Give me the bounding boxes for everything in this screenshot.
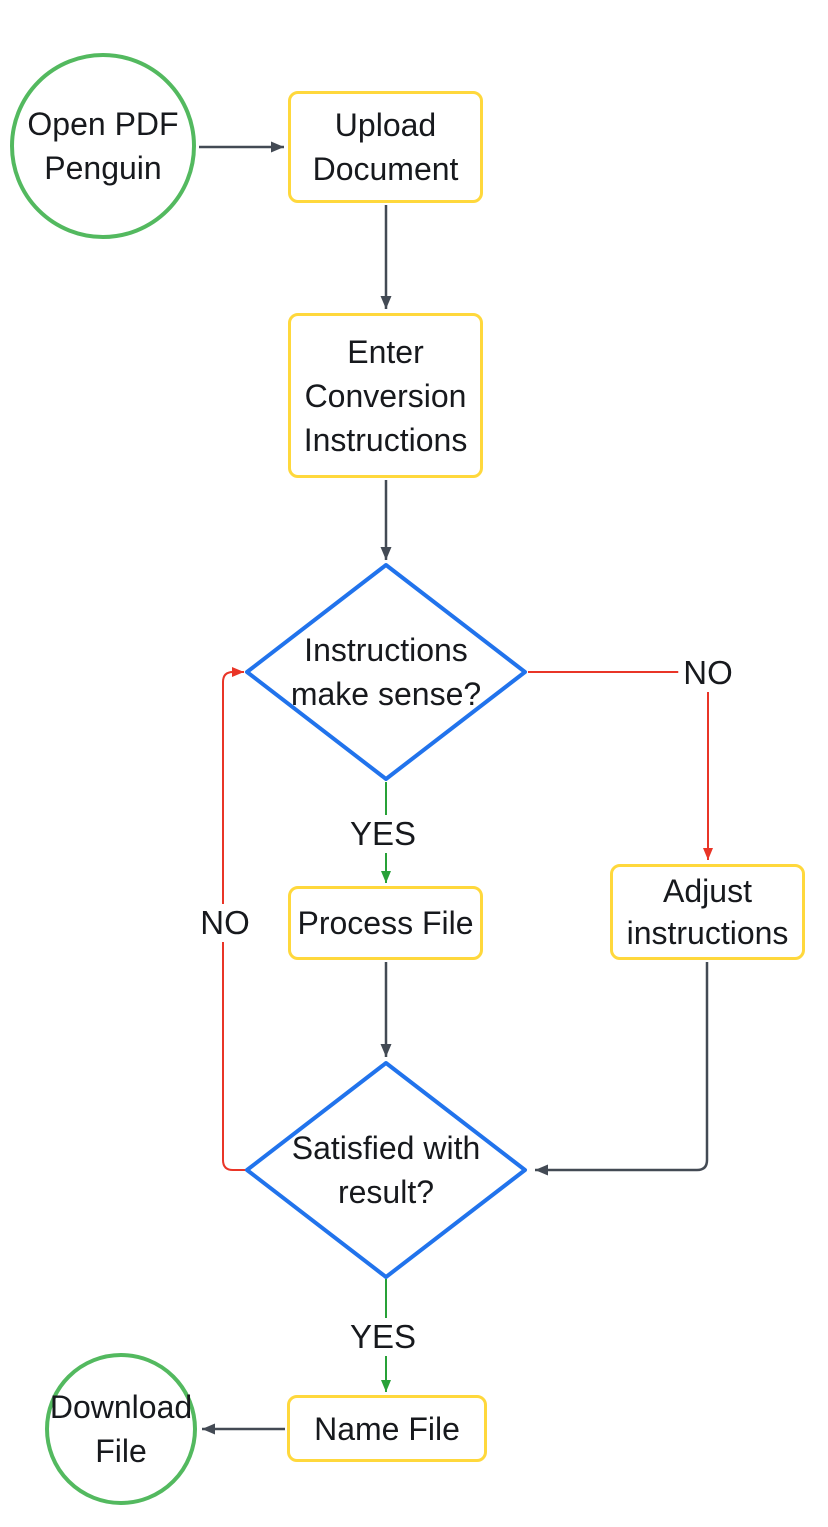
node-decision1-label: Instructions make sense?	[290, 632, 482, 712]
decision1-diamond-shape	[245, 563, 527, 781]
node-start: Open PDF Penguin	[10, 53, 196, 239]
node-process-file: Process File	[288, 886, 483, 960]
node-enter-conversion-instructions-label: Enter Conversion Instructions	[303, 333, 468, 458]
node-name-file: Name File	[287, 1395, 487, 1462]
edge-label-decision1-no: NO	[678, 654, 738, 692]
edge-label-decision1-yes: YES	[344, 815, 422, 853]
edge-label-decision2-no: NO	[195, 904, 255, 942]
node-process-file-label: Process File	[297, 905, 474, 941]
node-name-file-label: Name File	[314, 1410, 460, 1447]
node-decision2-label: Satisfied with result?	[291, 1130, 481, 1210]
node-upload-document: Upload Document	[288, 91, 483, 203]
node-start-label: Open PDF Penguin	[27, 106, 179, 186]
node-decision2: Satisfied with result?	[266, 1125, 506, 1215]
node-end-label: Download File	[49, 1389, 193, 1469]
edge-decision1-no-to-adjust	[528, 671, 713, 860]
decision2-diamond-shape	[245, 1061, 527, 1279]
node-adjust-instructions-label: Adjust instructions	[626, 873, 789, 951]
node-end: Download File	[45, 1353, 197, 1505]
edge-adjust-to-decision2	[535, 962, 709, 1176]
node-upload-document-label: Upload Document	[312, 107, 459, 187]
edge-label-decision2-yes: YES	[344, 1318, 422, 1356]
node-enter-conversion-instructions: Enter Conversion Instructions	[288, 313, 483, 478]
node-adjust-instructions: Adjust instructions	[610, 864, 805, 960]
node-decision1: Instructions make sense?	[266, 627, 506, 717]
